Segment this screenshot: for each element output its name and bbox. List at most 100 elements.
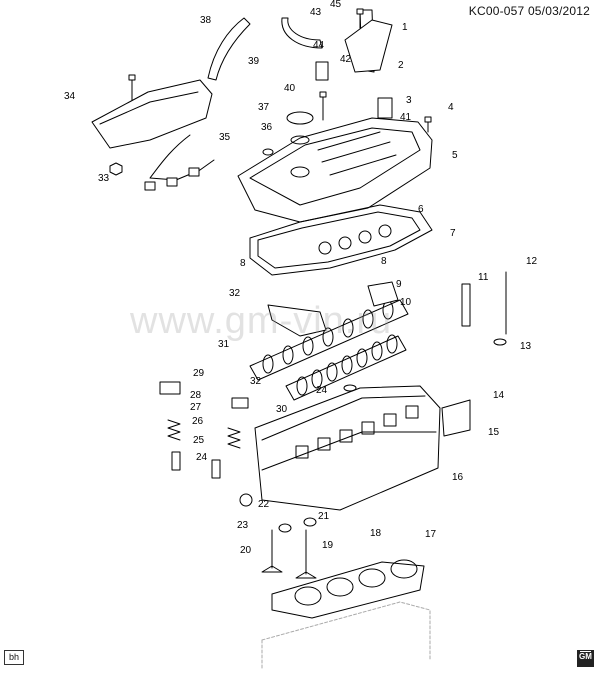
valve-spring xyxy=(227,427,241,449)
callout-17: 17 xyxy=(425,529,437,540)
engine-cover-insulator xyxy=(91,79,213,149)
spark-plug xyxy=(461,283,471,327)
callout-11: 11 xyxy=(478,272,489,283)
diagram-header: KC00-057 05/03/2012 xyxy=(469,4,590,18)
valve-stem-seal xyxy=(303,517,317,527)
cylinder-head-cover xyxy=(237,117,433,223)
intake-valve xyxy=(261,529,283,573)
cover-plate xyxy=(441,399,471,437)
head-port xyxy=(317,437,331,451)
bolt-head xyxy=(356,8,364,15)
callout-37: 37 xyxy=(258,102,270,113)
bolt-head xyxy=(319,91,327,98)
valve-lifter xyxy=(231,397,249,409)
callout-10: 10 xyxy=(400,297,412,308)
harness-connector xyxy=(144,181,156,191)
valve-stem-seal xyxy=(278,523,292,533)
cam-lobe xyxy=(386,334,398,354)
callout-35: 35 xyxy=(219,132,231,143)
gasket-bore xyxy=(326,577,354,597)
cam-lobe xyxy=(311,369,323,389)
harness-connector xyxy=(188,167,200,177)
callout-25: 25 xyxy=(193,435,205,446)
valve-guide xyxy=(171,451,181,471)
callout-34: 34 xyxy=(64,91,76,102)
callout-40: 40 xyxy=(284,83,296,94)
gasket-plug-seal xyxy=(318,241,332,255)
callout-23: 23 xyxy=(237,520,249,531)
callout-31: 31 xyxy=(218,339,230,350)
bh-badge: bh xyxy=(4,650,24,665)
callout-27: 27 xyxy=(190,402,202,413)
camshaft-position-sensor xyxy=(315,61,329,81)
gasket-plug-seal xyxy=(338,236,352,250)
gasket-bore xyxy=(358,568,386,588)
callout-30: 30 xyxy=(276,404,288,415)
callout-1: 1 xyxy=(402,22,408,33)
callout-45: 45 xyxy=(330,0,342,10)
exhaust-valve xyxy=(295,529,317,579)
head-port xyxy=(361,421,375,435)
bolt-head xyxy=(424,116,432,123)
gasket-plug-seal xyxy=(358,230,372,244)
cam-lobe xyxy=(262,354,274,374)
callout-9: 9 xyxy=(396,279,402,290)
callout-44: 44 xyxy=(313,40,325,51)
cam-lobe xyxy=(302,336,314,356)
head-bolt-washer xyxy=(493,338,507,346)
head-port xyxy=(383,413,397,427)
cam-lobe xyxy=(296,376,308,396)
callout-42: 42 xyxy=(340,54,352,65)
callout-19: 19 xyxy=(322,540,334,551)
head-port xyxy=(339,429,353,443)
callout-3: 3 xyxy=(406,95,412,106)
callout-2: 2 xyxy=(398,60,404,71)
cylinder-head xyxy=(254,385,441,511)
callout-18: 18 xyxy=(370,528,382,539)
callout-26: 26 xyxy=(192,416,204,427)
intake-camshaft xyxy=(249,299,409,381)
callout-32: 32 xyxy=(229,288,241,299)
callout-32: 32 xyxy=(250,376,262,387)
pcv-hose xyxy=(207,17,251,81)
oil-fill-cap-seal xyxy=(290,135,310,145)
callout-33: 33 xyxy=(98,173,110,184)
cam-lobe xyxy=(356,348,368,368)
engine-block-outline xyxy=(261,601,431,669)
callout-8: 8 xyxy=(381,256,387,267)
engine-cover-ridge xyxy=(99,91,199,125)
valve-spring xyxy=(167,419,181,441)
camshaft-bearing-cap xyxy=(367,281,399,307)
callout-13: 13 xyxy=(520,341,532,352)
callout-38: 38 xyxy=(200,15,212,26)
head-port xyxy=(295,445,309,459)
callout-5: 5 xyxy=(452,150,458,161)
head-port xyxy=(405,405,419,419)
ignition-coil xyxy=(344,19,393,73)
diagram-code: KC00-057 xyxy=(468,4,525,18)
gasket-bore xyxy=(390,559,418,579)
cover-gasket-outer xyxy=(249,204,433,276)
callout-21: 21 xyxy=(318,511,330,522)
callout-41: 41 xyxy=(400,112,412,123)
callout-4: 4 xyxy=(448,102,454,113)
callout-15: 15 xyxy=(488,427,500,438)
valve-lifter xyxy=(159,381,181,395)
callout-43: 43 xyxy=(310,7,322,18)
callout-36: 36 xyxy=(261,122,273,133)
callout-24: 24 xyxy=(196,452,208,463)
callout-7: 7 xyxy=(450,228,456,239)
callout-20: 20 xyxy=(240,545,252,556)
cam-lobe xyxy=(362,309,374,329)
callout-16: 16 xyxy=(452,472,464,483)
breather-hose xyxy=(281,17,323,49)
cam-lobe xyxy=(326,362,338,382)
diagram-date: 05/03/2012 xyxy=(527,4,590,18)
gasket-plug-seal xyxy=(378,224,392,238)
injector-harness xyxy=(149,134,215,181)
exhaust-camshaft xyxy=(285,335,407,401)
callout-29: 29 xyxy=(193,368,205,379)
gasket-bore xyxy=(294,586,322,606)
